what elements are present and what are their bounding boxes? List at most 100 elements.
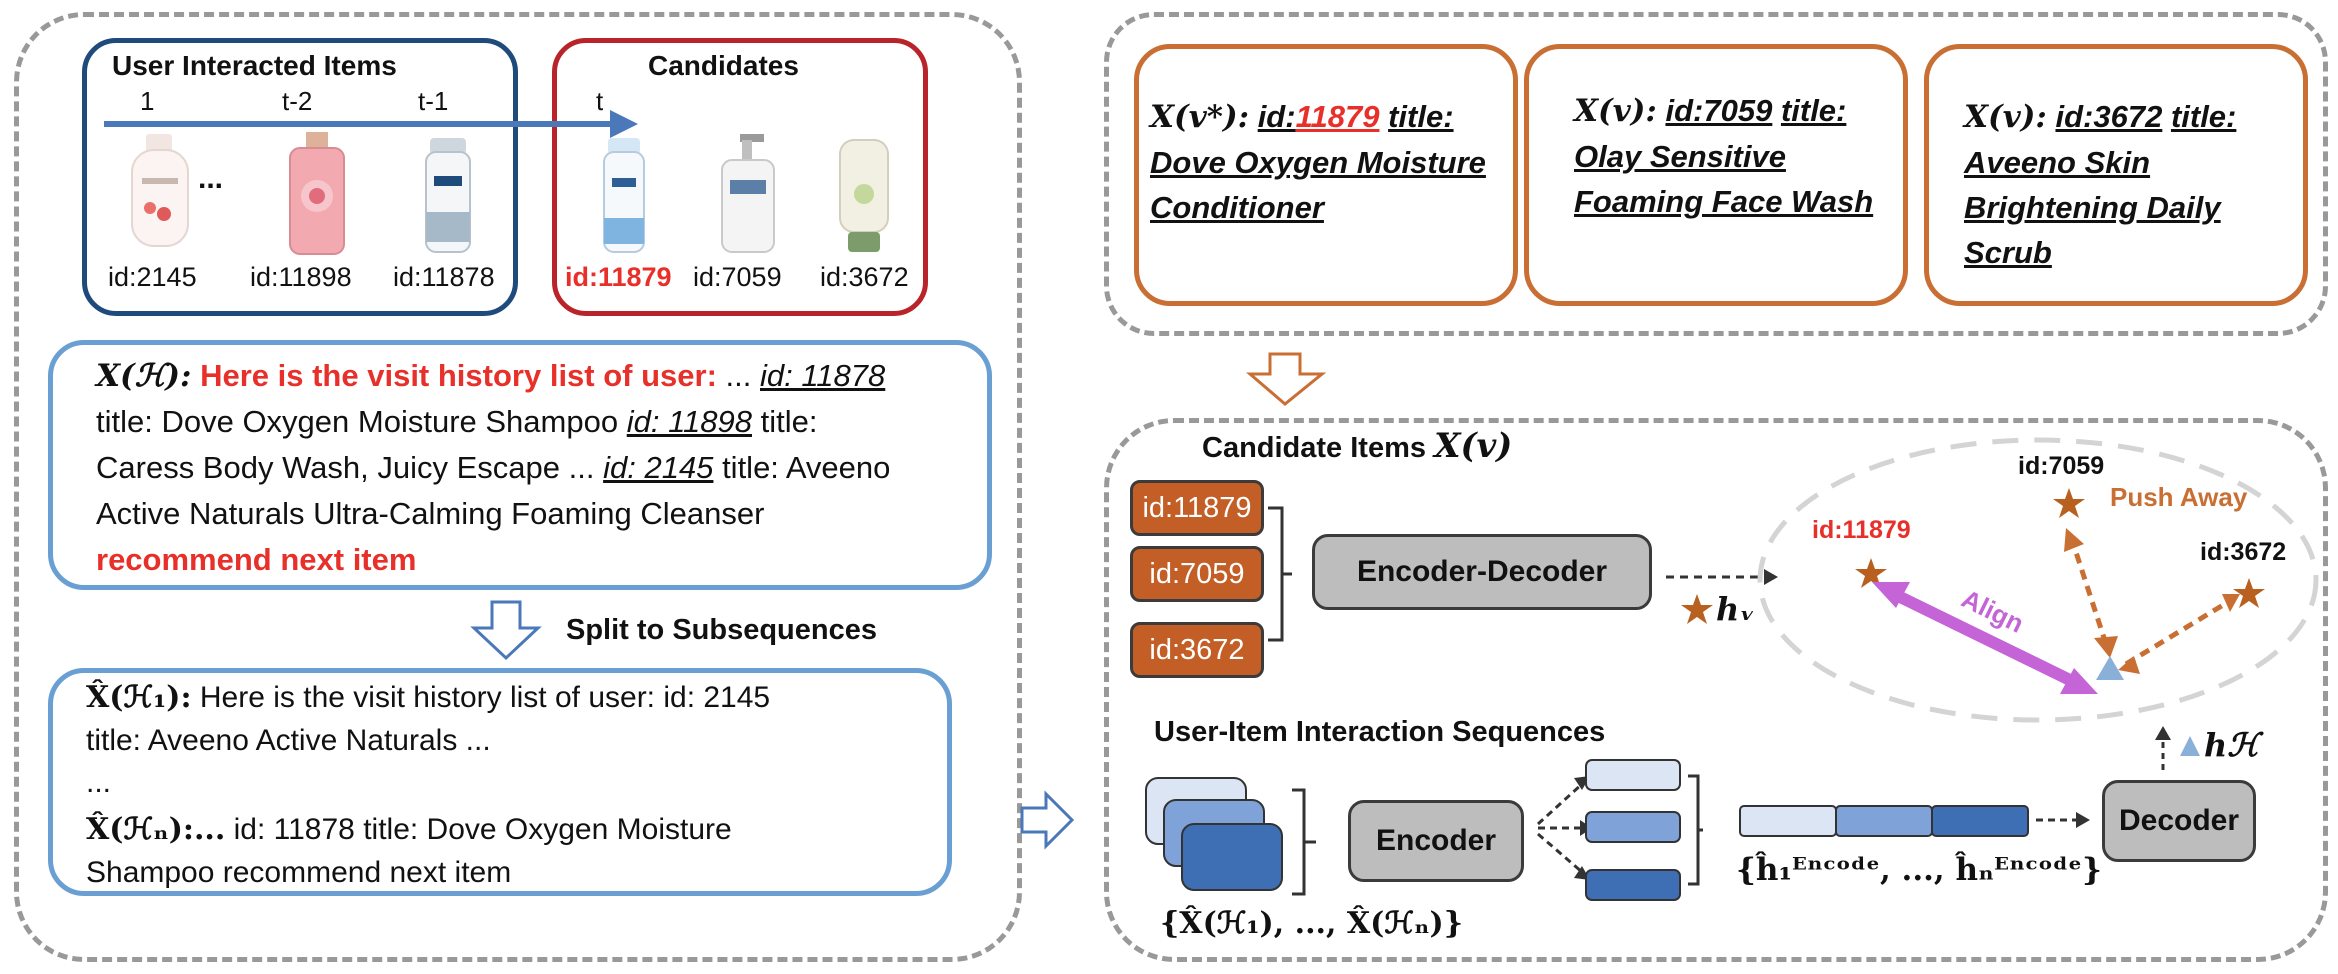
history-line1-tail: ...	[725, 358, 752, 393]
history-line3-tail: title: Aveeno	[722, 450, 891, 485]
card3-prefix: X(v):	[1964, 99, 2047, 135]
panel-connector-arrow	[1020, 790, 1075, 850]
pos-star-icon	[1855, 558, 1887, 588]
candidate-card-2-text: X(v): id:7059 title: Olay Sensitive Foam…	[1574, 88, 1873, 224]
candidates-title: Candidates	[648, 50, 799, 81]
product-aveeno-lotion-icon	[131, 134, 189, 247]
hv-star-icon	[1681, 594, 1713, 624]
card1-prefix: X(v*):	[1150, 99, 1250, 135]
history-closing: recommend next item	[96, 542, 417, 577]
history-line3-text: Caress Body Wash, Juicy Escape ...	[96, 450, 595, 485]
user-interacted-box	[82, 38, 518, 316]
id-bracket	[1268, 506, 1292, 642]
timeline-arrow	[104, 110, 638, 138]
subseq-line1-text: Here is the visit history list of user: …	[199, 681, 771, 714]
concatenated-encoding	[1739, 805, 2029, 837]
history-ellipsis: ...	[198, 162, 224, 195]
card2-line-1: X(v): id:7059 title:	[1574, 88, 1873, 134]
sequence-set-label: {X̂(ℋ₁), ..., X̂(ℋₙ)}	[1160, 906, 1464, 941]
subseq-prefix-1: X̂(ℋ₁):	[86, 680, 192, 715]
push-away-label: Push Away	[2110, 482, 2248, 512]
candidate-card-3-text: X(v): id:3672 title: Aveeno Skin Brighte…	[1964, 94, 2236, 275]
encode-set-label: {ĥ₁ᴱⁿᶜᵒᵈᵉ, ..., ĥₙᴱⁿᶜᵒᵈᵉ}	[1736, 852, 2102, 888]
subseq-line-5: Shampoo recommend next item	[86, 856, 512, 889]
id-box-11879: id:11879	[1130, 480, 1264, 536]
space-id-11879: id:11879	[1812, 516, 1911, 544]
timeline-label-t-1: t-1	[418, 86, 449, 116]
split-down-arrow	[470, 600, 542, 661]
split-label: Split to Subsequences	[566, 614, 877, 646]
timeline-label-t-2: t-2	[282, 86, 313, 116]
history-id-b: id: 11898	[626, 404, 752, 439]
subseq-line-3: ...	[86, 766, 112, 799]
history-id-a: id: 11878	[760, 358, 886, 393]
history-line2-text: title: Dove Oxygen Moisture Shampoo	[96, 404, 619, 439]
history-line-1: X(ℋ): Here is the visit history list of …	[96, 358, 885, 394]
user-interacted-title: User Interacted Items	[112, 50, 397, 81]
sequences-label: User-Item Interaction Sequences	[1154, 716, 1606, 748]
history-line-4: Active Naturals Ultra-Calming Foaming Cl…	[96, 496, 765, 531]
space-id-7059: id:7059	[2018, 452, 2105, 480]
card3-line-4: Scrub	[1964, 235, 2052, 270]
candidate-card-1-text: X(v*): id:11879 title: Dove Oxygen Moist…	[1150, 94, 1486, 230]
encoder-decoder-box: Encoder-Decoder	[1312, 534, 1652, 610]
subseq-line-1: X̂(ℋ₁): Here is the visit history list o…	[86, 680, 770, 715]
candidate-id-7059: id:7059	[693, 262, 782, 292]
history-id-11898: id:11898	[250, 262, 352, 292]
card1-line-2: Dove Oxygen Moisture	[1150, 145, 1486, 180]
neg-star-7059-icon	[2053, 488, 2085, 518]
space-id-3672: id:3672	[2200, 538, 2287, 566]
card3-id-label: id:3672	[2055, 99, 2163, 134]
candidates-box	[552, 38, 928, 316]
card1-id-value: 11879	[1295, 99, 1380, 134]
hv-label: hᵥ	[1716, 590, 1755, 628]
subseq-line-2: title: Aveeno Active Naturals ...	[86, 724, 491, 757]
right-top-panel	[1104, 12, 2328, 336]
card2-prefix: X(v):	[1574, 93, 1657, 129]
candidate-items-math: X(v)	[1434, 426, 1513, 466]
right-bottom-panel	[1104, 418, 2328, 962]
id-box-3672: id:3672	[1130, 622, 1264, 678]
subseq-line4-text: id: 11878 title: Dove Oxygen Moisture	[233, 813, 732, 846]
history-id-c: id: 2145	[603, 450, 714, 485]
card3-line-2: Aveeno Skin	[1964, 145, 2151, 180]
encoded-blocks	[1585, 759, 1703, 901]
subseq-prefix-n: X̂(ℋₙ):...	[86, 812, 226, 847]
candidate-id-3672: id:3672	[820, 262, 909, 292]
candidate-items-text: Candidate Items	[1202, 432, 1426, 464]
product-dove-conditioner-icon	[603, 138, 645, 253]
decoder-box: Decoder	[2102, 780, 2256, 862]
card1-line-3: Conditioner	[1150, 190, 1324, 225]
card2-line-2: Olay Sensitive	[1574, 139, 1786, 174]
product-olay-wash-icon	[721, 134, 775, 253]
timeline-label-1: 1	[140, 86, 155, 116]
candidate-card-1	[1134, 44, 1518, 306]
encoder-box: Encoder	[1348, 800, 1524, 882]
encdec-output-arrow	[1666, 569, 1778, 585]
card2-line-3: Foaming Face Wash	[1574, 184, 1874, 219]
hH-label: hℋ	[2204, 726, 2259, 764]
card1-title-word: title:	[1388, 99, 1454, 134]
subsequence-box	[48, 668, 952, 896]
to-decoder-arrow	[2036, 812, 2090, 828]
hH-triangle-icon	[2180, 736, 2200, 756]
history-line2-tail: title:	[760, 404, 818, 439]
product-aveeno-scrub-icon	[839, 139, 889, 252]
card3-title-word: title:	[2170, 99, 2237, 134]
history-intro: Here is the visit history list of user:	[200, 358, 717, 393]
history-prefix: X(ℋ):	[96, 358, 192, 394]
history-line-3: Caress Body Wash, Juicy Escape ... id: 2…	[96, 450, 890, 486]
subseq-line-4: X̂(ℋₙ):... id: 11878 title: Dove Oxygen …	[86, 812, 732, 847]
sequence-stack-icon	[1145, 777, 1316, 896]
latent-space-ellipse	[1757, 437, 2319, 723]
cards-down-arrow	[1246, 352, 1326, 406]
alignment-arrows	[1872, 528, 2240, 694]
card2-id-label: id:7059	[1665, 93, 1773, 128]
left-panel	[14, 12, 1022, 962]
card1-id-label: id:	[1257, 99, 1296, 134]
neg-star-3672-icon	[2233, 578, 2265, 608]
product-caress-wash-icon	[289, 132, 345, 255]
history-id-11878: id:11878	[393, 262, 495, 292]
candidate-card-2	[1524, 44, 1908, 306]
id-box-7059: id:7059	[1130, 546, 1264, 602]
